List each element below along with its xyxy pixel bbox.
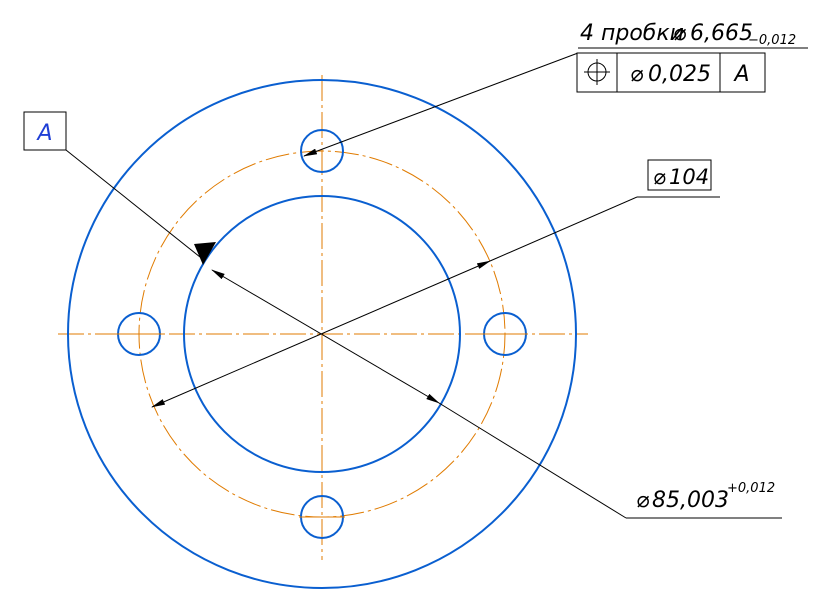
outer-circle	[67, 79, 577, 589]
dim-inner	[211, 269, 782, 519]
dim-outer	[151, 159, 720, 408]
dim-outer-line	[151, 260, 491, 408]
center-lines	[58, 75, 588, 560]
datum-leader	[65, 149, 201, 258]
fcf-tolerance-value: 0,025	[648, 62, 711, 87]
datum-triangle	[194, 242, 216, 265]
hole-callout-tolerance: −0,012	[748, 33, 796, 48]
dim-inner-tolerance: +0,012	[727, 481, 775, 496]
dim-inner-line	[211, 269, 440, 404]
dim-outer-value: 104	[669, 165, 709, 189]
dim-inner-leader	[438, 402, 627, 519]
fcf-datum-ref: A	[732, 62, 749, 87]
dim-inner-value: 85,003	[652, 488, 729, 513]
dim-outer-box	[647, 159, 712, 191]
datum-letter: A	[35, 121, 52, 146]
dim-inner-symbol: ⌀	[636, 488, 650, 513]
dim-outer-leader	[489, 196, 638, 262]
hole-callout-symbol: ⌀	[673, 21, 687, 46]
hole-callout-count: 4 пробки	[580, 21, 684, 46]
hole-callout	[303, 47, 808, 157]
datum-box	[23, 111, 67, 151]
fcf-diameter-symbol: ⌀	[630, 62, 644, 87]
position-tolerance-icon	[584, 59, 610, 85]
hole-callout-diameter: 6,665	[690, 21, 753, 46]
dim-outer-symbol: ⌀	[653, 165, 666, 189]
hole-top	[300, 129, 344, 173]
datum-marker: A	[23, 111, 216, 265]
hole-callout-leader	[303, 52, 579, 157]
